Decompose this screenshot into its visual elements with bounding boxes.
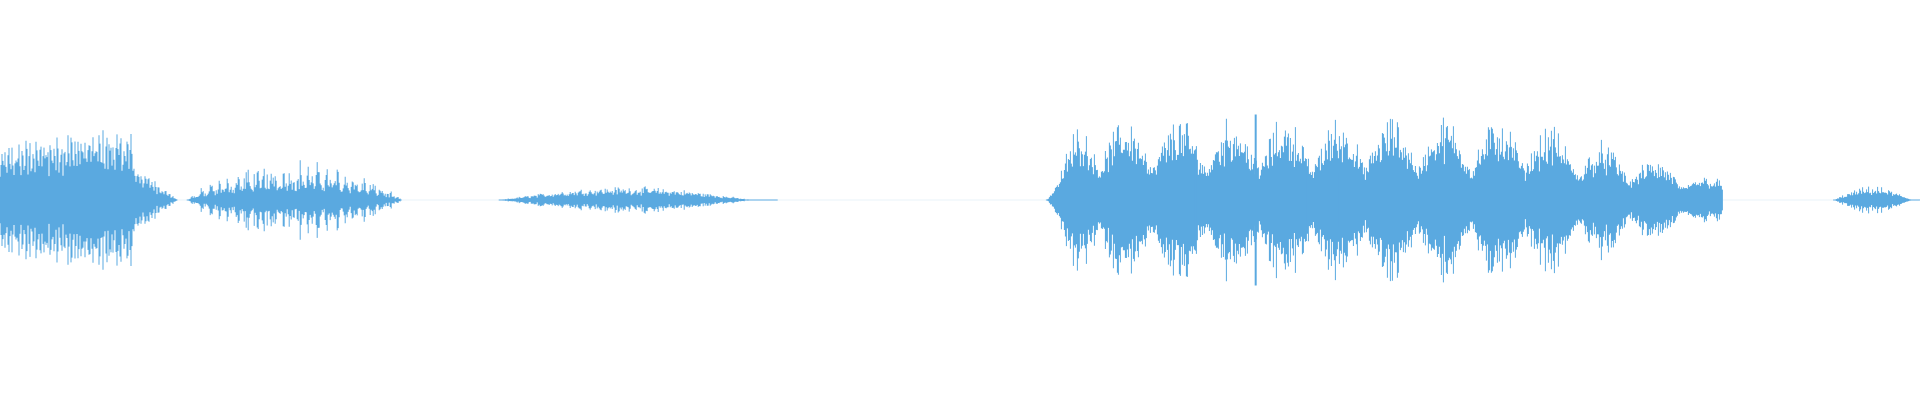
segment-5: [1833, 186, 1920, 214]
segment-1-path: [0, 130, 178, 270]
segment-5-path: [1833, 186, 1920, 214]
segment-2-path: [186, 160, 402, 240]
segment-4: [1045, 117, 1723, 283]
segment-3-path: [498, 186, 778, 214]
segment-1: [0, 130, 178, 270]
segment-2: [186, 160, 402, 240]
segment-4-path: [1045, 117, 1723, 283]
segment-3: [498, 186, 778, 214]
